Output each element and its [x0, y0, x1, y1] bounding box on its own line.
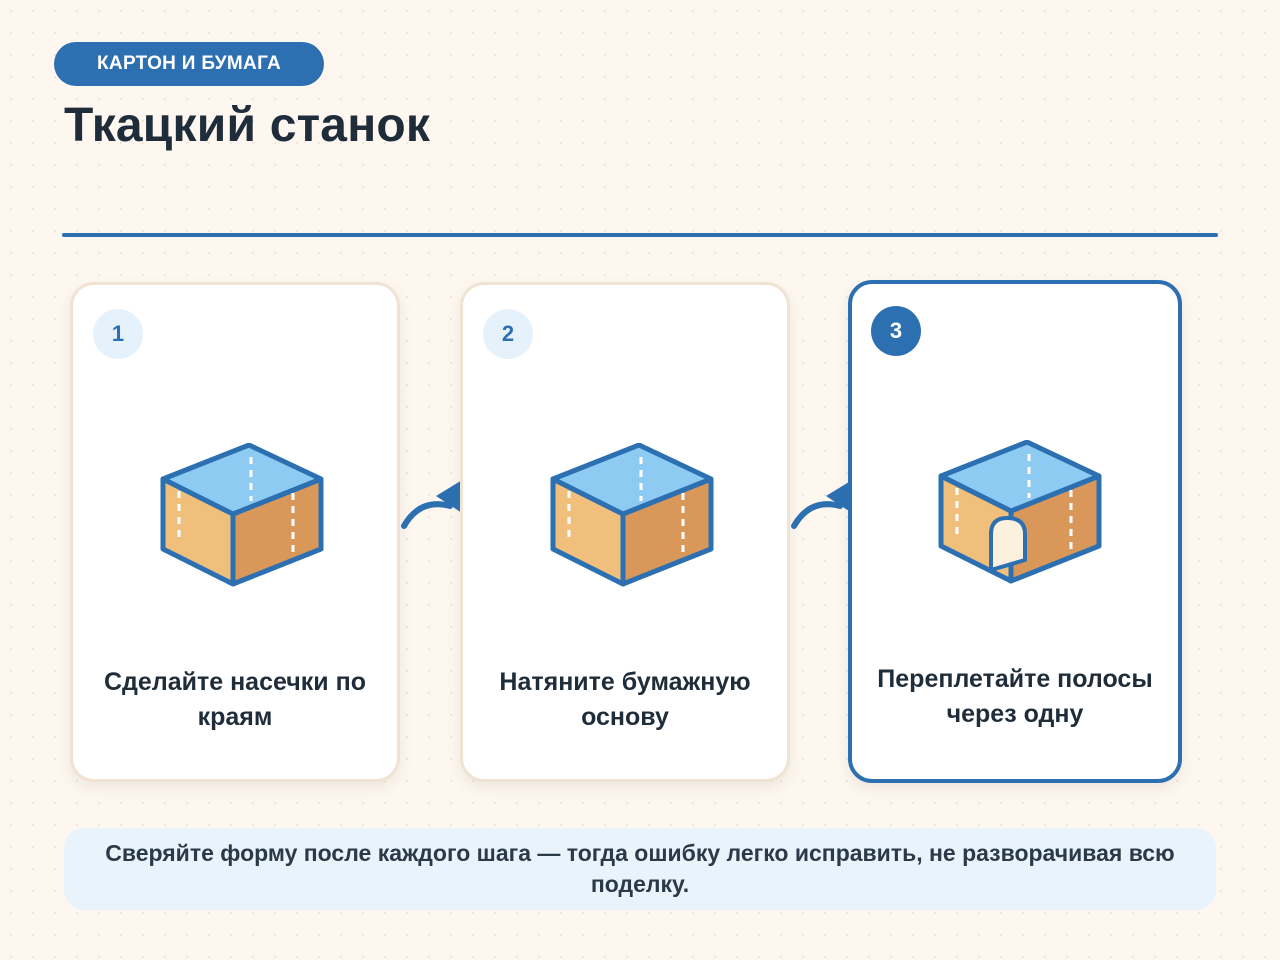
step-card-3: 3 Переплетайте полосы через одну: [848, 280, 1182, 783]
category-badge: КАРТОН И БУМАГА: [54, 42, 324, 86]
step-caption: Переплетайте полосы через одну: [877, 665, 1153, 728]
cardboard-box-icon: [160, 443, 324, 587]
cardboard-box-with-door-icon: [938, 440, 1102, 584]
step-number-badge: 3: [871, 306, 921, 356]
step-caption: Натяните бумажную основу: [499, 668, 751, 731]
step-number-badge: 2: [483, 309, 533, 359]
step-caption: Сделайте насечки по краям: [104, 668, 366, 731]
cardboard-box-icon: [550, 443, 714, 587]
page-title: Ткацкий станок: [64, 99, 431, 152]
step-number-badge: 1: [93, 309, 143, 359]
step-card-2: 2 Натяните бумажную основу: [460, 282, 790, 782]
tip-note: Сверяйте форму после каждого шага — тогд…: [64, 828, 1216, 910]
step-card-1: 1 Сделайте насечки по краям: [70, 282, 400, 782]
title-divider: [62, 233, 1218, 237]
